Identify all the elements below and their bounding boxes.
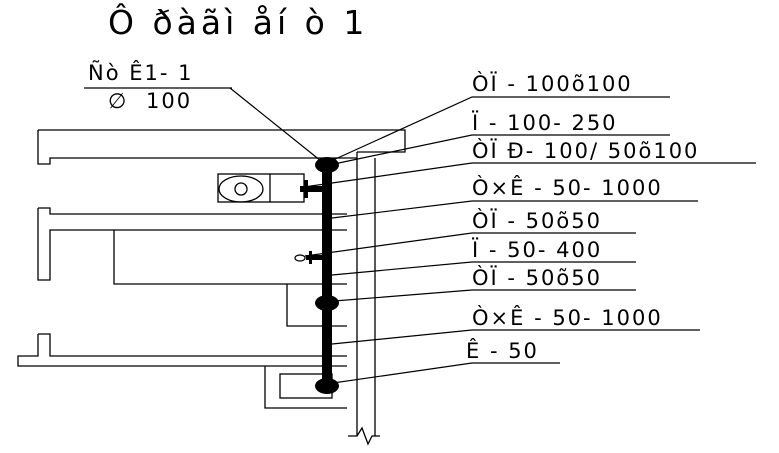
- leader-8: [331, 329, 700, 345]
- pit-outer: [264, 366, 347, 409]
- riser-pipe: [294, 157, 339, 394]
- leader-3: [303, 162, 756, 188]
- leader-6: [331, 261, 636, 276]
- wall-break-mark: [348, 426, 380, 446]
- tee-middle-icon: [315, 295, 339, 311]
- leader-1: [330, 96, 670, 162]
- fixture-housing: [217, 173, 305, 203]
- inner-partition: [113, 230, 347, 285]
- building-structure: [17, 129, 406, 446]
- callout-label-2: Ï - 100- 250: [472, 110, 618, 135]
- callout-label-3: ÒÏ Ð- 100/ 50õ100: [472, 138, 699, 163]
- node-mark-label: Ñò Ê1- 1: [88, 59, 193, 85]
- branch-upper-flange: [304, 180, 308, 198]
- bottom-floor-upper: [38, 333, 347, 357]
- leader-2: [333, 134, 670, 165]
- tee-top-icon: [315, 157, 339, 173]
- callout-label-6: Ï - 50- 400: [472, 237, 602, 262]
- middle-slab-top: [38, 207, 347, 215]
- callout-labels: ÒÏ - 100õ100 Ï - 100- 250 ÒÏ Ð- 100/ 50õ…: [466, 71, 699, 363]
- callout-label-4: Ò×Ê - 50- 1000: [472, 175, 663, 200]
- riser-pipe-body: [322, 160, 332, 390]
- leader-9: [332, 362, 560, 384]
- valve-icon: [294, 254, 306, 262]
- drawing-title: Ô ðàãì åí ò 1: [108, 2, 368, 42]
- callout-leaders: [303, 96, 756, 384]
- branch-lower-flange: [309, 251, 312, 264]
- leader-4: [331, 200, 698, 219]
- top-slab: [38, 129, 406, 153]
- callout-label-5: ÒÏ - 50õ50: [472, 208, 602, 233]
- callout-label-9: Ê - 50: [466, 338, 539, 363]
- branch-upper: [300, 186, 322, 192]
- tee-bottom-icon: [315, 378, 339, 394]
- fixture-outer-ring: [218, 175, 264, 203]
- node-mark-leader: [229, 87, 327, 166]
- diameter-icon: ∅: [108, 89, 128, 113]
- callout-label-1: ÒÏ - 100õ100: [472, 71, 633, 96]
- middle-slab-face: [37, 208, 347, 281]
- callout-label-8: Ò×Ê - 50- 1000: [472, 305, 663, 330]
- top-slab-lower: [37, 130, 357, 165]
- branch-lower: [306, 255, 322, 260]
- callout-label-7: ÒÏ - 50õ50: [472, 265, 602, 290]
- leader-7: [333, 289, 636, 302]
- leader-5: [304, 232, 636, 257]
- diameter-value: 100: [146, 89, 192, 113]
- bottom-floor: [17, 334, 347, 367]
- fixture-inner-ring: [234, 182, 248, 196]
